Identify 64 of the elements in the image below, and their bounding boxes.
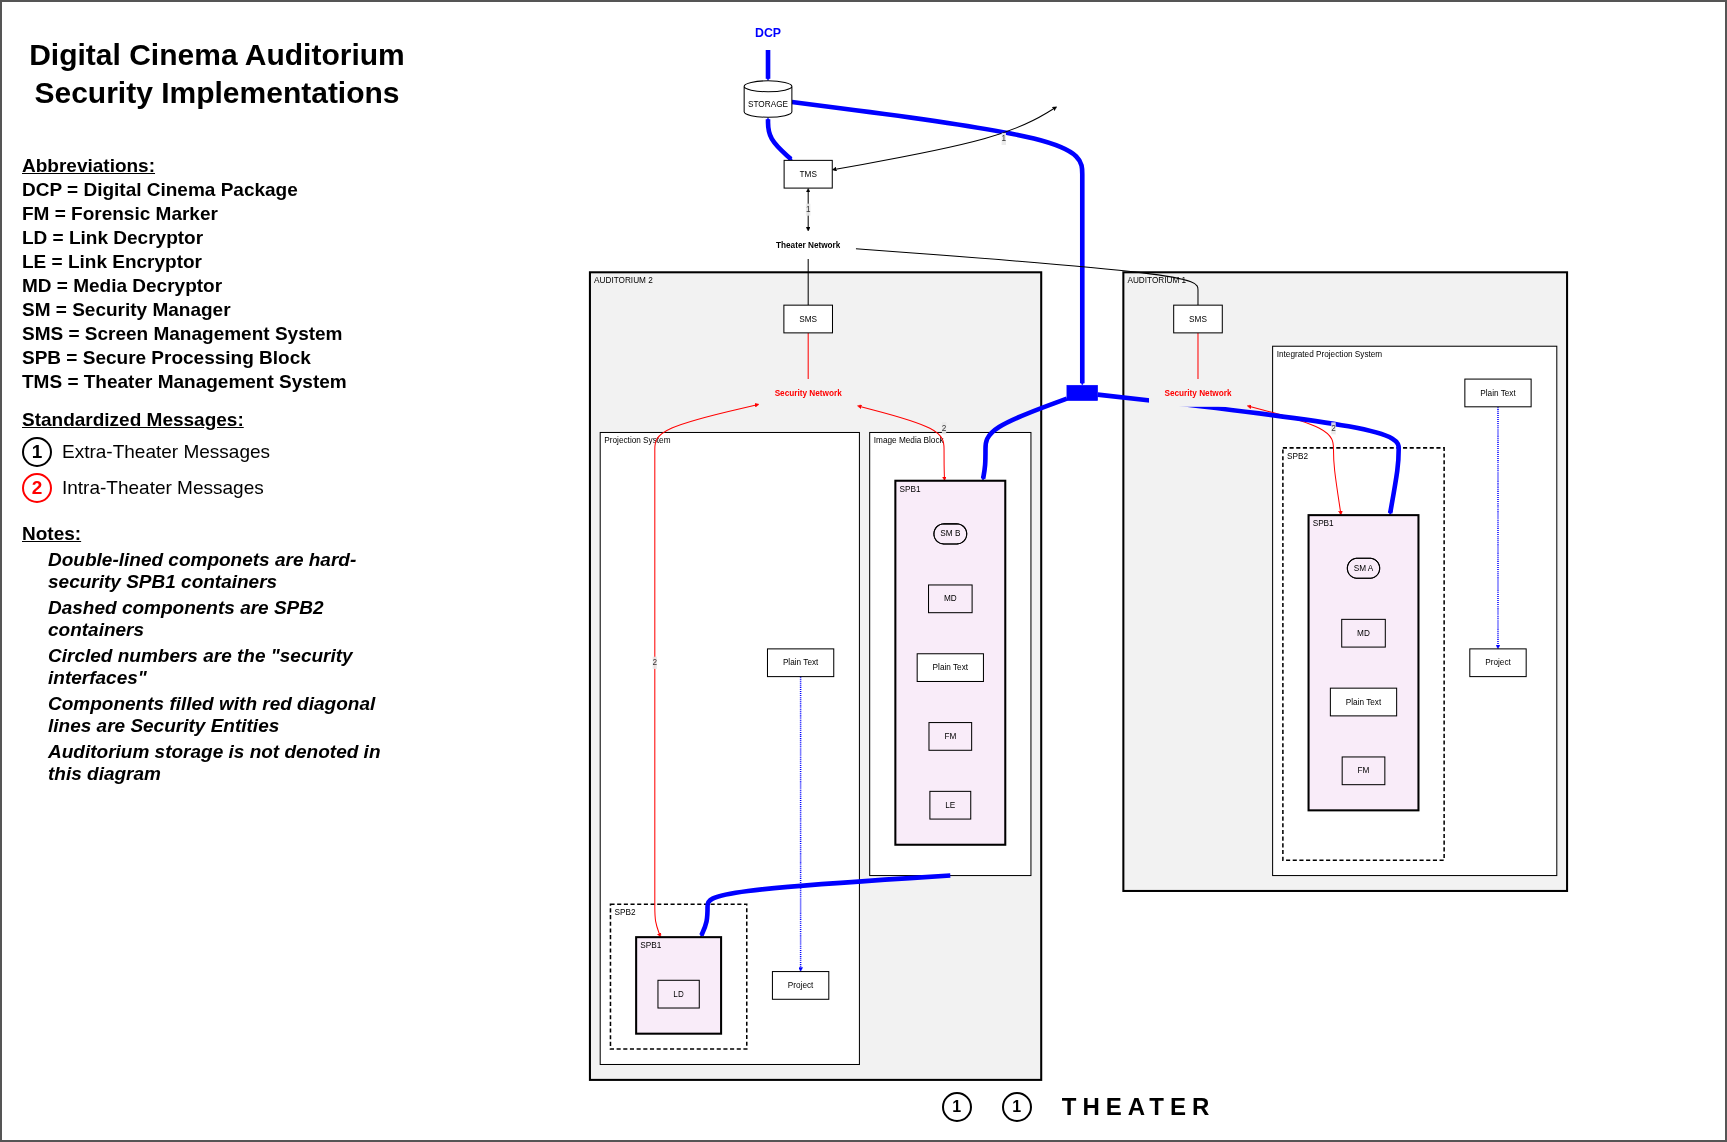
theater-label: THEATER — [1061, 1093, 1216, 1121]
abbreviation-text: SM = Security Manager — [22, 299, 232, 321]
connector — [807, 258, 809, 306]
arrow — [699, 873, 951, 938]
legend-text: Extra-Theater Messages — [62, 441, 271, 463]
abbreviation-text: SPB = Secure Processing Block — [22, 347, 312, 369]
abbreviation-text: LE = Link Encryptor — [22, 251, 203, 273]
node-box: SMS — [1173, 304, 1223, 334]
node-text: Theater Network — [776, 240, 841, 250]
circled-number: 1 — [941, 1092, 972, 1122]
edge-label: 2 — [652, 658, 658, 667]
abbreviation-text: DCP = Digital Cinema Package — [22, 179, 299, 201]
arrow — [980, 396, 1068, 481]
node-box: LE — [929, 790, 972, 820]
note-text: Circled numbers are the "security interfaces" — [48, 645, 354, 689]
node-text: Security Network — [774, 388, 842, 398]
circled-number: 1 — [1001, 1092, 1032, 1122]
edge-label: 2 — [941, 423, 947, 433]
arrow — [857, 404, 947, 481]
circled-number: 1 — [22, 437, 52, 467]
note-text: Auditorium storage is not denoted in this diagram — [48, 741, 382, 785]
abbreviation-text: TMS = Theater Management System — [22, 371, 348, 393]
arrow — [765, 50, 771, 81]
section-heading: Abbreviations: — [22, 155, 156, 177]
note-text: Double-lined componets are hard-security SPB1 containers — [48, 549, 358, 593]
edge-label: 2 — [1331, 423, 1336, 433]
node-box: MD — [928, 584, 973, 614]
node-box: TMS — [783, 159, 833, 189]
node-box: Project — [771, 971, 830, 1000]
abbreviation-text: LD = Link Decryptor — [22, 227, 205, 249]
node-text: DCP — [755, 25, 782, 40]
note-text: Dashed components are SPB2 containers — [48, 597, 325, 641]
arrow — [791, 99, 1085, 386]
arrow — [832, 106, 1057, 172]
edge-label: 1 — [1001, 134, 1007, 143]
node-box: Project — [1469, 648, 1527, 678]
node-box: Plain Text — [766, 648, 835, 678]
arrow — [798, 675, 803, 972]
node-box: MD — [1341, 618, 1386, 648]
note-text: Components filled with red diagonal lines are Security Entities — [48, 693, 377, 737]
arrow — [1495, 406, 1501, 650]
connector — [807, 332, 809, 380]
edge-label: 1 — [805, 205, 811, 214]
circled-number: 2 — [22, 473, 52, 503]
arrow — [654, 403, 760, 938]
node-bar — [1066, 385, 1098, 401]
node-box: SMS — [783, 304, 833, 334]
section-heading: Standardized Messages: — [22, 409, 244, 431]
connector — [855, 248, 1199, 306]
node-box: LD — [657, 979, 700, 1009]
diagram-title: Digital Cinema Auditorium Security Implementations — [28, 37, 406, 111]
node-box: Plain Text — [1329, 687, 1398, 717]
arrow — [765, 117, 793, 161]
abbreviation-text: SMS = Screen Management System — [22, 323, 344, 345]
node-box: FM — [928, 722, 973, 751]
node-box: FM — [1341, 756, 1386, 786]
section-heading: Notes: — [22, 523, 82, 545]
abbreviation-text: MD = Media Decryptor — [22, 275, 224, 297]
legend-text: Intra-Theater Messages — [62, 477, 264, 499]
node-box: Plain Text — [916, 653, 984, 682]
arrow — [1097, 392, 1401, 516]
abbreviation-text: FM = Forensic Marker — [22, 203, 219, 225]
arrow — [805, 188, 811, 232]
node-box: Plain Text — [1464, 378, 1532, 408]
